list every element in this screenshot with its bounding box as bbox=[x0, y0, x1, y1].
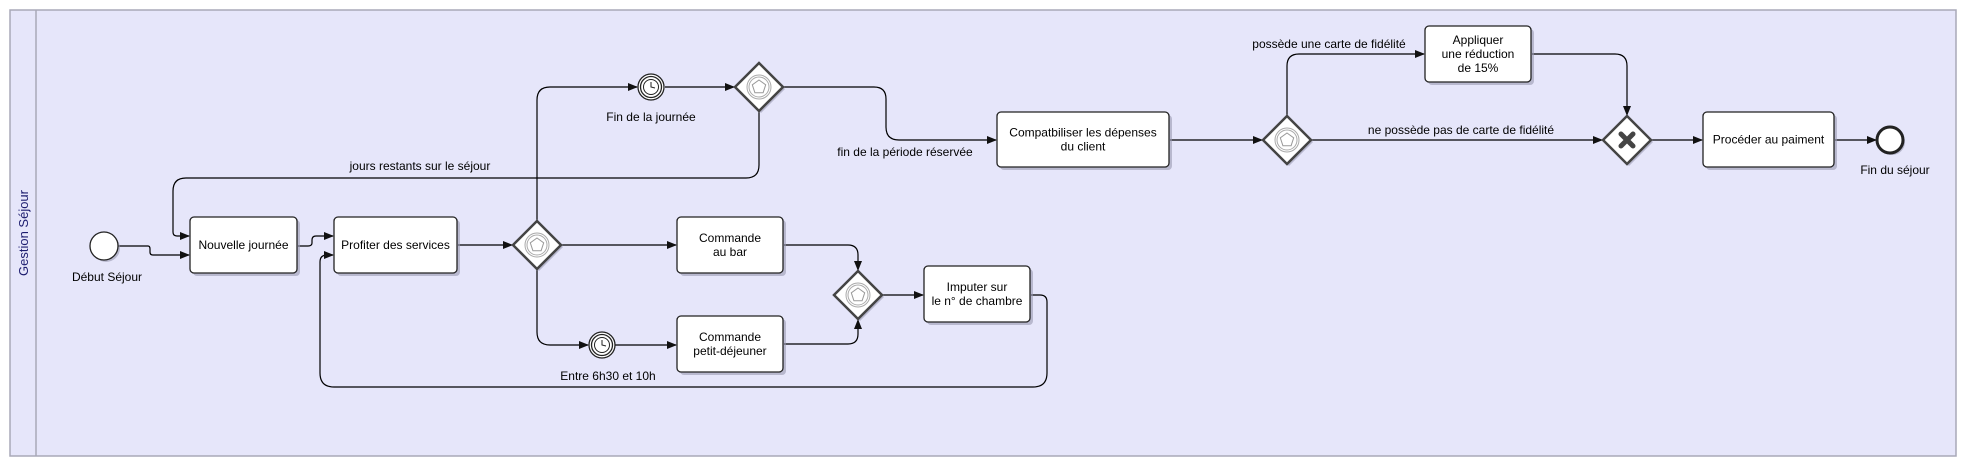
task-label-line: Compatbiliser les dépenses bbox=[1009, 126, 1156, 140]
pool: Gestion Séjour bbox=[9, 9, 1957, 457]
cross-icon bbox=[1618, 131, 1636, 149]
start-event[interactable]: Début Séjour bbox=[72, 231, 142, 284]
flow-possede-carte[interactable] bbox=[1286, 50, 1425, 116]
task-box[interactable] bbox=[923, 265, 1031, 323]
flow-jours-restants[interactable] bbox=[172, 111, 760, 240]
sequence-flows bbox=[118, 50, 1877, 388]
start-event-label: Début Séjour bbox=[72, 270, 142, 284]
end-event-label: Fin du séjour bbox=[1860, 163, 1929, 177]
flow-label-jours-restants: jours restants sur le séjour bbox=[349, 159, 491, 173]
task-label-line: Nouvelle journée bbox=[198, 238, 288, 252]
task-box[interactable] bbox=[676, 315, 784, 373]
pentagon-icon bbox=[1274, 127, 1300, 153]
task-label-line: au bar bbox=[713, 245, 747, 259]
task-label-line: Procéder au paiment bbox=[1713, 133, 1825, 147]
task-box[interactable] bbox=[676, 216, 784, 274]
gateways bbox=[511, 61, 1653, 321]
flow-gateway-to-timer-day[interactable] bbox=[536, 83, 638, 221]
timer-event-breakfast[interactable]: Entre 6h30 et 10h bbox=[560, 331, 656, 383]
flow-nouvelle-to-profiter[interactable] bbox=[298, 232, 334, 247]
gateway-merge-payment[interactable] bbox=[1601, 114, 1653, 166]
task-box[interactable] bbox=[1424, 25, 1532, 83]
end-event[interactable]: Fin du séjour bbox=[1860, 125, 1930, 177]
task-label-line: Appliquer bbox=[1453, 33, 1504, 47]
task-box[interactable] bbox=[1702, 111, 1835, 168]
flow-label-fin-periode: fin de la période réservée bbox=[837, 145, 973, 159]
pentagon-icon bbox=[845, 282, 871, 308]
timer-end-of-day-label: Fin de la journée bbox=[606, 110, 696, 124]
flow-start-to-nouvelle[interactable] bbox=[118, 245, 190, 259]
task-label-line: Commande bbox=[699, 330, 761, 344]
task-label-line: du client bbox=[1061, 140, 1106, 154]
flow-gateway-to-timer-breakfast[interactable] bbox=[536, 269, 589, 349]
flow-label-ne-possede-pas: ne possède pas de carte de fidélité bbox=[1368, 123, 1554, 137]
gateway-diamond[interactable] bbox=[832, 269, 884, 321]
lane-label: Gestion Séjour bbox=[16, 189, 31, 276]
task-label-line: de 15% bbox=[1458, 61, 1499, 75]
task-label-line: Profiter des services bbox=[341, 238, 450, 252]
clock-icon bbox=[594, 337, 610, 353]
flow-petitdej-to-merge[interactable] bbox=[784, 319, 862, 345]
clock-icon bbox=[643, 79, 659, 95]
flow-reduction-to-merge[interactable] bbox=[1532, 53, 1631, 116]
flow-imputer-loop-to-profiter[interactable] bbox=[319, 251, 1048, 388]
task-label-line: petit-déjeuner bbox=[693, 344, 766, 358]
task-profiter-services[interactable]: Profiter des services bbox=[333, 216, 460, 276]
gateway-diamond[interactable] bbox=[1261, 114, 1313, 166]
task-label-line: le n° de chambre bbox=[932, 294, 1023, 308]
task-box[interactable] bbox=[996, 111, 1170, 168]
gateway-fidelity[interactable] bbox=[1261, 114, 1313, 166]
timer-event-end-of-day[interactable]: Fin de la journée bbox=[606, 73, 696, 124]
flow-bar-to-merge[interactable] bbox=[784, 244, 862, 271]
task-box[interactable] bbox=[333, 216, 458, 274]
gateway-diamond[interactable] bbox=[733, 61, 785, 113]
gateway-merge-orders[interactable] bbox=[832, 269, 884, 321]
task-label-line: Commande bbox=[699, 231, 761, 245]
task-label-line: une réduction bbox=[1442, 47, 1515, 61]
flow-label-possede-carte: possède une carte de fidélité bbox=[1252, 37, 1406, 51]
task-label-line: Imputer sur bbox=[947, 280, 1008, 294]
pool-body bbox=[9, 9, 1957, 457]
gateway-end-of-day[interactable] bbox=[733, 61, 785, 113]
task-box[interactable] bbox=[189, 216, 298, 274]
task-proceder-paiement[interactable]: Procéder au paiment bbox=[1702, 111, 1837, 170]
timer-breakfast-label: Entre 6h30 et 10h bbox=[560, 369, 655, 383]
pentagon-icon bbox=[746, 74, 772, 100]
end-event-circle[interactable] bbox=[1875, 125, 1905, 155]
start-event-circle[interactable] bbox=[89, 231, 119, 261]
pentagon-icon bbox=[524, 232, 550, 258]
flow-fin-periode[interactable] bbox=[783, 86, 997, 144]
gateway-diamond[interactable] bbox=[511, 219, 563, 271]
task-nouvelle-journee[interactable]: Nouvelle journée bbox=[189, 216, 300, 276]
gateway-split-services[interactable] bbox=[511, 219, 563, 271]
